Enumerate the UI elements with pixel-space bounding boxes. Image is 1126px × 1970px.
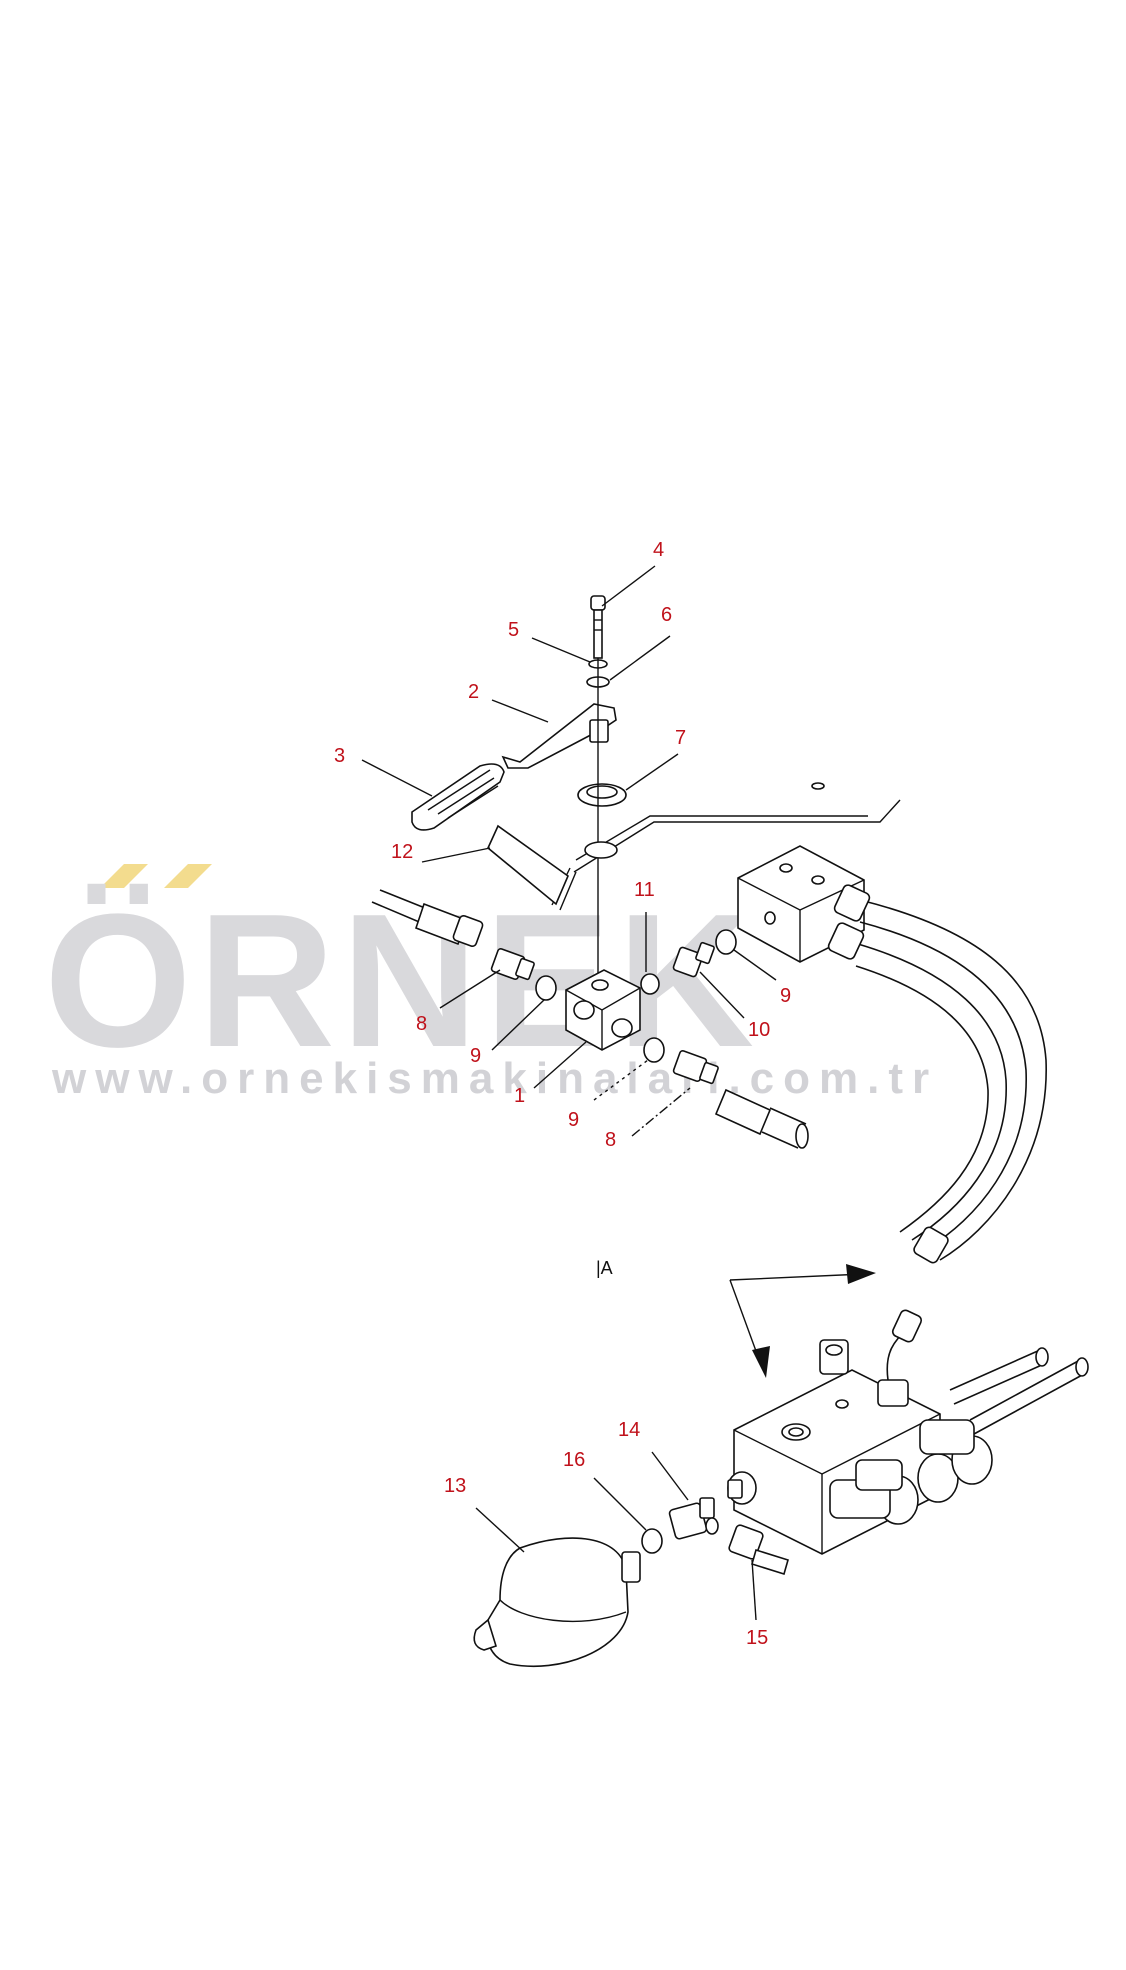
arrow-head-down: [752, 1346, 770, 1378]
fitting-8-lower: [672, 1049, 719, 1085]
watermark-url: www.ornekismakinalari.com.tr: [51, 1054, 938, 1103]
callout-13: 13: [444, 1475, 466, 1497]
plug-part: [728, 1524, 789, 1576]
leader-2: [491, 699, 549, 723]
lever-tab: [589, 719, 609, 743]
callout-1: 1: [514, 1085, 525, 1107]
arrow-shaft: [729, 1273, 865, 1281]
watermark-brand: ÖRNEK: [44, 875, 760, 1087]
leader-3: [361, 759, 433, 797]
callout-5: 5: [508, 619, 519, 641]
upper-assembly: [371, 595, 1047, 1264]
valve-block-upper: [737, 845, 865, 963]
adapter-part: [668, 1497, 719, 1540]
callout-7: 7: [675, 727, 686, 749]
plate-part: [487, 824, 569, 906]
watermark-accent-left: [100, 864, 148, 888]
leader-16: [593, 1477, 647, 1531]
lever-part: [501, 703, 617, 769]
ring-9-left: [535, 975, 557, 1001]
leader-14: [651, 1451, 689, 1501]
callout-12: 12: [391, 841, 413, 863]
ring-9-right: [715, 929, 737, 955]
view-label-a: |A: [596, 1258, 613, 1278]
callout-9-right: 9: [780, 985, 791, 1007]
leader-8-lower: [631, 1087, 691, 1137]
leader-9-left: [491, 999, 545, 1051]
callout-16: 16: [563, 1449, 585, 1471]
leader-4: [601, 565, 656, 607]
valve-block-lower: [727, 1309, 1089, 1555]
leader-12: [421, 847, 491, 863]
panel-outline: [573, 799, 901, 873]
arrow-head-right: [846, 1264, 876, 1284]
callout-4: 4: [653, 539, 664, 561]
leader-6: [609, 635, 671, 681]
accumulator-part: [473, 1537, 641, 1668]
leader-9-right: [733, 949, 777, 981]
leader-10: [699, 971, 745, 1019]
fitting-8-left: [490, 947, 535, 981]
callout-10: 10: [748, 1019, 770, 1041]
hose-run: [827, 884, 1047, 1264]
leader-5: [531, 637, 591, 663]
callout-15: 15: [746, 1627, 768, 1649]
watermark-accent-right: [164, 864, 212, 888]
watermark: ÖRNEK www.ornekismakinalari.com.tr: [44, 864, 938, 1103]
callout-9-left: 9: [470, 1045, 481, 1067]
leader-lines: [361, 565, 777, 1621]
hose-end-left: [371, 889, 484, 947]
fitting-10: [672, 941, 715, 978]
ring-9-lower: [643, 1037, 665, 1063]
lower-assembly: [473, 1264, 1089, 1668]
seal-part: [577, 783, 627, 807]
callouts: 4 5 6 2 3 7 12 11 8 9 1 9 8 10 9 13 16 1…: [334, 539, 791, 1649]
leader-13: [475, 1507, 525, 1553]
callout-2: 2: [468, 681, 479, 703]
ring-16: [641, 1528, 663, 1554]
leader-7: [625, 753, 679, 791]
leader-1: [533, 1041, 587, 1089]
hose-end-lower-right: [714, 1088, 809, 1149]
callout-9-lower: 9: [568, 1109, 579, 1131]
leader-15: [751, 1559, 757, 1621]
callout-14: 14: [618, 1419, 640, 1441]
callout-3: 3: [334, 745, 345, 767]
grip-part: [411, 763, 505, 831]
leader-9-lower: [593, 1059, 649, 1101]
callout-8-left: 8: [416, 1013, 427, 1035]
callout-11: 11: [634, 879, 655, 901]
leader-8-left: [439, 969, 501, 1009]
ring-11: [640, 973, 660, 995]
tee-block-part: [565, 969, 641, 1051]
callout-6: 6: [661, 604, 672, 626]
callout-8-lower: 8: [605, 1129, 616, 1151]
